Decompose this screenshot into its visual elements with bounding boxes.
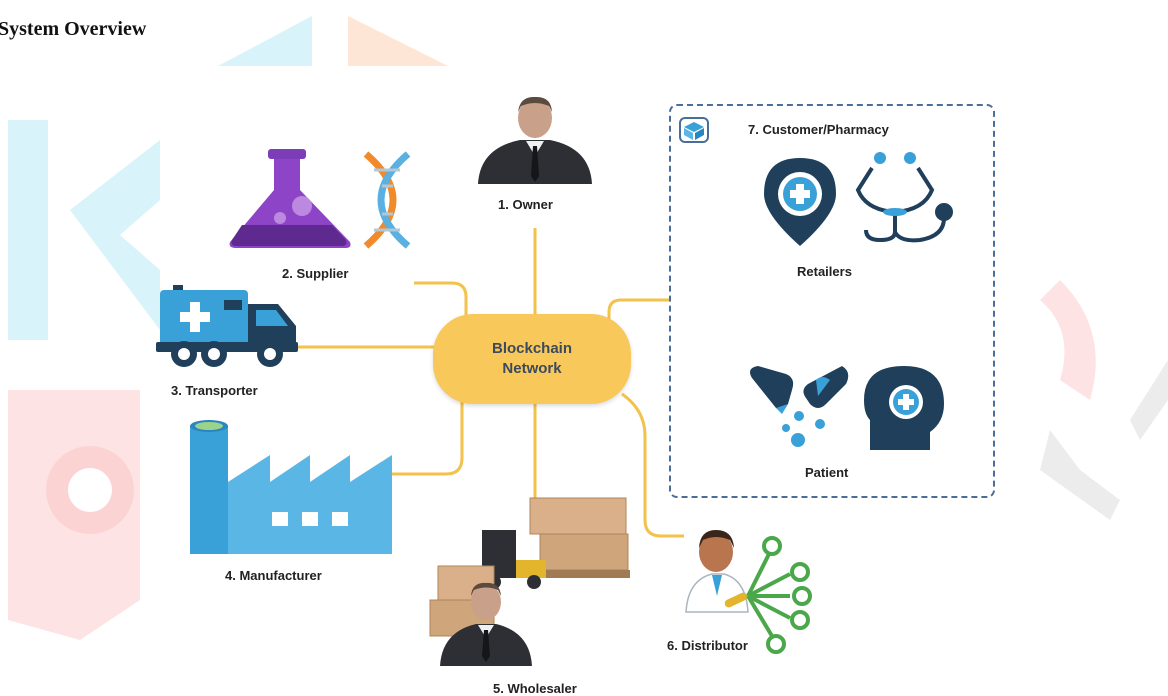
hub-label: Blockchain Network	[491, 340, 573, 377]
connector-customer	[607, 298, 669, 326]
node-label-transporter: 3. Transporter	[171, 383, 258, 398]
connector-distributor	[621, 392, 684, 538]
customer-pharmacy-group	[669, 104, 995, 498]
patient-label: Patient	[805, 465, 849, 480]
node-label-owner: 1. Owner	[498, 197, 553, 212]
node-label-supplier: 2. Supplier	[282, 266, 349, 281]
connector-manufacturer	[392, 402, 464, 476]
blockchain-network-hub: Blockchain Network	[433, 314, 631, 404]
page-title: System Overview	[0, 18, 147, 40]
node-label-distributor: 6. Distributor	[667, 638, 748, 653]
node-label-wholesaler: 5. Wholesaler	[493, 681, 577, 696]
connector-supplier	[414, 281, 468, 316]
retailers-label: Retailers	[797, 264, 852, 279]
node-label-manufacturer: 4. Manufacturer	[225, 568, 322, 583]
customer-group-title: 7. Customer/Pharmacy	[748, 122, 889, 137]
